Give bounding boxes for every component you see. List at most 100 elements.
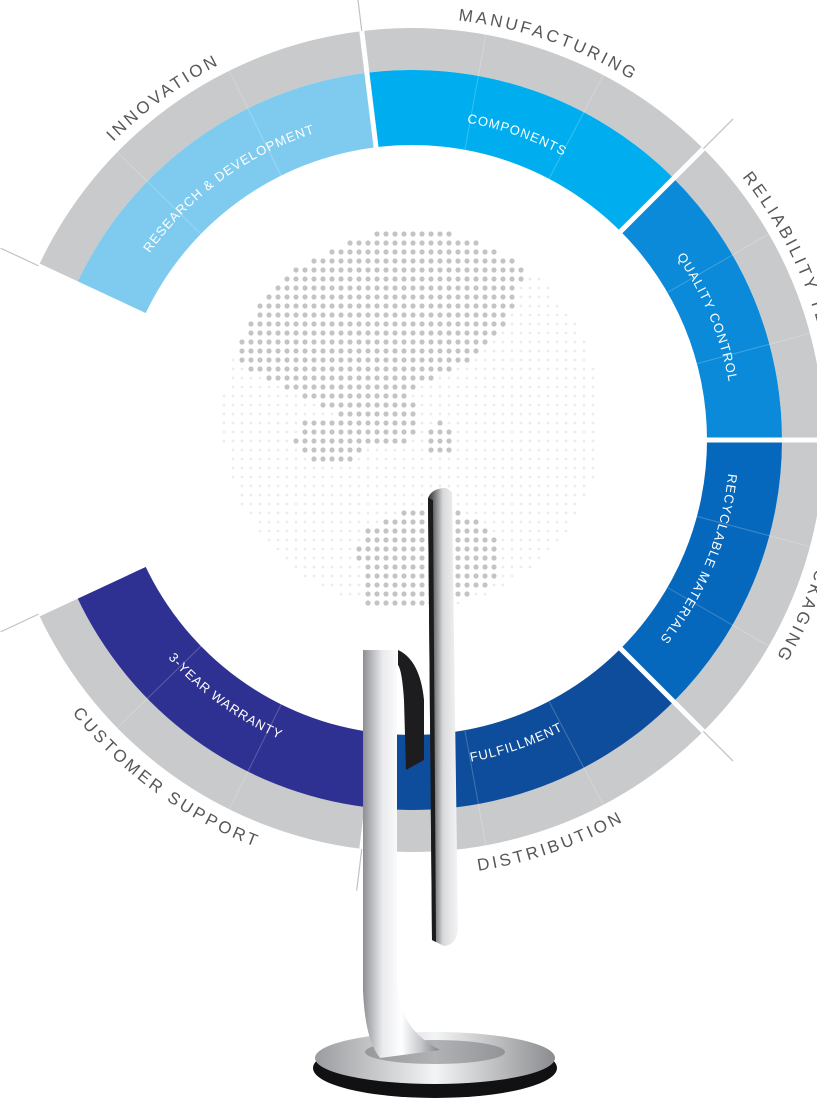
globe-dot bbox=[564, 511, 568, 515]
globe-dot bbox=[384, 493, 388, 497]
globe-dot bbox=[330, 493, 334, 497]
globe-dot bbox=[311, 348, 317, 354]
globe-dot bbox=[374, 438, 380, 444]
globe-dot bbox=[528, 313, 532, 317]
globe-dot bbox=[294, 484, 298, 488]
globe-dot bbox=[429, 475, 433, 479]
globe-dot bbox=[510, 331, 514, 335]
globe-dot bbox=[383, 564, 389, 570]
globe-dot bbox=[321, 583, 325, 587]
globe-dot bbox=[356, 420, 362, 426]
globe-dot bbox=[294, 538, 298, 542]
globe-dot bbox=[365, 285, 371, 291]
globe-dot bbox=[347, 384, 353, 390]
globe-dot bbox=[320, 447, 326, 453]
globe-dot bbox=[374, 411, 380, 417]
sub-divider bbox=[116, 151, 202, 235]
globe-dot bbox=[410, 519, 416, 525]
globe-dot bbox=[492, 376, 496, 380]
globe-dot bbox=[438, 394, 442, 398]
globe-dot bbox=[573, 322, 577, 326]
globe-dot bbox=[510, 322, 514, 326]
globe-dot bbox=[258, 457, 262, 461]
globe-dot bbox=[374, 258, 380, 264]
globe-dot bbox=[402, 448, 406, 452]
globe-dot bbox=[320, 267, 326, 273]
globe-dot bbox=[474, 457, 478, 461]
outer-band bbox=[38, 596, 367, 849]
globe-dot bbox=[464, 519, 470, 525]
globe-dot bbox=[537, 556, 541, 560]
globe-dot bbox=[293, 303, 299, 309]
globe-dot bbox=[491, 276, 497, 282]
globe-dot bbox=[528, 394, 532, 398]
globe-dot bbox=[231, 430, 235, 434]
globe-dot bbox=[383, 573, 389, 579]
globe-dot bbox=[591, 421, 595, 425]
globe-dot bbox=[501, 331, 505, 335]
globe-dot bbox=[446, 312, 452, 318]
globe-dot bbox=[347, 276, 353, 282]
globe-dot bbox=[330, 556, 334, 560]
divider-tick bbox=[0, 613, 39, 633]
globe-dot bbox=[276, 529, 280, 533]
globe-dot bbox=[321, 511, 325, 515]
globe-dot bbox=[428, 366, 434, 372]
globe-dot bbox=[393, 466, 397, 470]
globe-dot bbox=[510, 313, 514, 317]
globe-dot bbox=[582, 376, 586, 380]
globe-dot bbox=[303, 412, 307, 416]
globe-dot bbox=[410, 348, 416, 354]
globe-dot bbox=[519, 304, 523, 308]
globe-dot bbox=[510, 376, 514, 380]
globe-dot bbox=[249, 511, 253, 515]
globe-dot bbox=[483, 592, 487, 596]
globe-dot bbox=[573, 439, 577, 443]
globe-dot bbox=[383, 384, 389, 390]
globe-dot bbox=[419, 285, 425, 291]
globe-dot bbox=[356, 555, 362, 561]
globe-dot bbox=[519, 286, 523, 290]
globe-dot bbox=[455, 357, 461, 363]
globe-dot bbox=[365, 294, 371, 300]
globe-dot bbox=[294, 430, 298, 434]
globe-dot bbox=[383, 231, 389, 237]
globe-dot bbox=[501, 520, 505, 524]
globe-dot bbox=[492, 430, 496, 434]
globe-dot bbox=[510, 349, 514, 353]
globe-dot bbox=[249, 484, 253, 488]
globe-dot bbox=[311, 447, 317, 453]
globe-dot bbox=[347, 258, 353, 264]
globe-dot bbox=[410, 546, 416, 552]
globe-dot bbox=[537, 403, 541, 407]
globe-dot bbox=[464, 582, 470, 588]
globe-dot bbox=[546, 448, 550, 452]
globe-dot bbox=[302, 438, 308, 444]
globe-dot bbox=[338, 348, 344, 354]
globe-dot bbox=[501, 502, 505, 506]
globe-dot bbox=[555, 358, 559, 362]
globe-dot bbox=[410, 294, 416, 300]
globe-dot bbox=[419, 555, 425, 561]
globe-dot bbox=[510, 547, 514, 551]
globe-dot bbox=[464, 276, 470, 282]
globe-dot bbox=[321, 520, 325, 524]
globe-dot bbox=[258, 493, 262, 497]
globe-dot bbox=[392, 564, 398, 570]
globe-dot bbox=[356, 276, 362, 282]
globe-dot bbox=[564, 484, 568, 488]
globe-dot bbox=[401, 528, 407, 534]
globe-dot bbox=[492, 475, 496, 479]
globe-dot bbox=[383, 249, 389, 255]
globe-dot bbox=[302, 429, 308, 435]
globe-dot bbox=[294, 493, 298, 497]
globe-dot bbox=[240, 403, 244, 407]
globe-dot bbox=[546, 331, 550, 335]
globe-dot bbox=[591, 376, 595, 380]
globe-dot bbox=[249, 376, 253, 380]
globe-dot bbox=[482, 312, 488, 318]
globe-dot bbox=[339, 538, 343, 542]
globe-dot bbox=[284, 384, 290, 390]
globe-dot bbox=[573, 340, 577, 344]
globe-dot bbox=[276, 547, 280, 551]
